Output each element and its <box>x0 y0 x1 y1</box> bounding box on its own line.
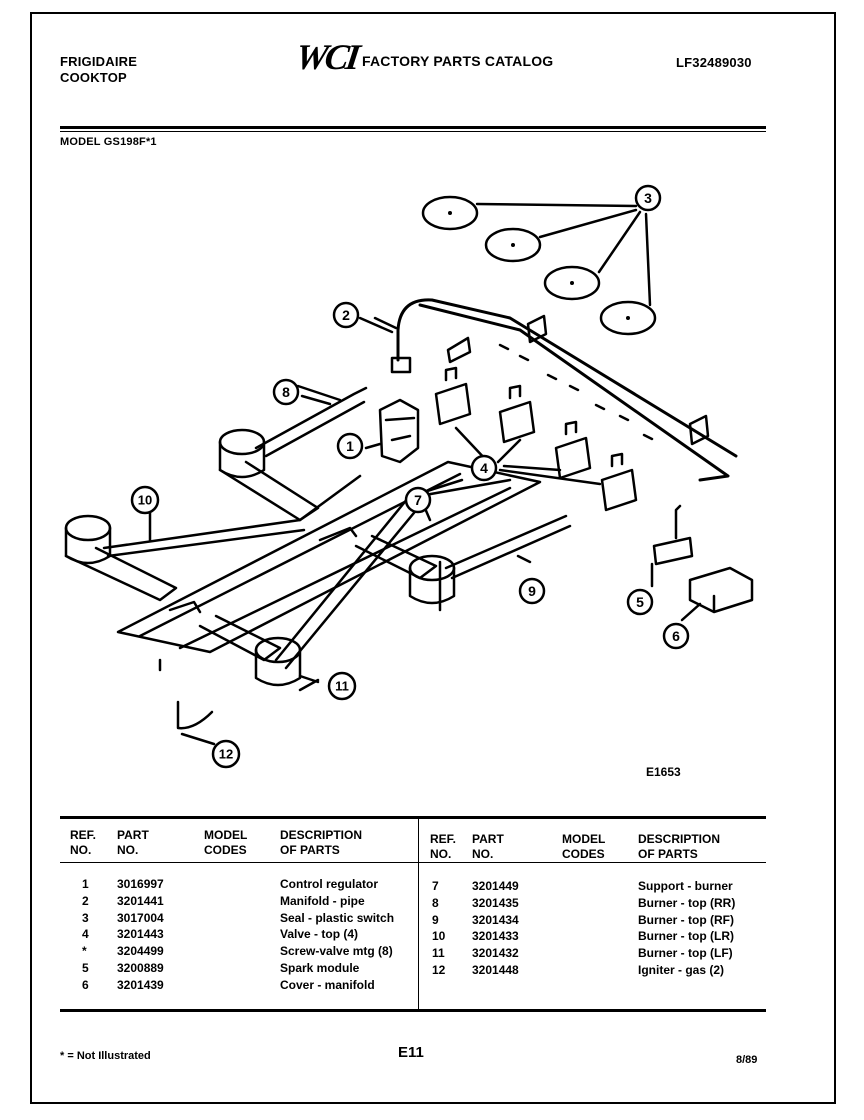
page-frame <box>30 12 836 1104</box>
cell-desc: Spark module <box>280 961 360 975</box>
callout-9: 9 <box>528 583 536 599</box>
col-desc: DESCRIPTION OF PARTS <box>638 832 721 861</box>
cell-part: 3201448 <box>472 963 519 977</box>
cell-desc: Valve - top (4) <box>280 927 359 942</box>
callout-12: 12 <box>219 747 233 762</box>
cell-part: 3201441 <box>117 893 164 908</box>
product-type: COOKTOP <box>60 70 127 85</box>
col-part: PART NO. <box>472 832 504 861</box>
cell-part: 3017004 <box>117 910 164 925</box>
callout-7: 7 <box>414 492 422 508</box>
table-divider <box>418 819 419 1009</box>
seal-shape <box>543 265 601 301</box>
cell-ref: 4 <box>82 927 89 942</box>
cell-part: 3201449 <box>472 879 519 893</box>
cell-ref: * <box>82 944 87 959</box>
table-header-rule <box>60 862 766 863</box>
cell-part: 3201432 <box>472 946 519 961</box>
cell-desc: Screw-valve mtg (8) <box>280 944 393 959</box>
wci-logo: WCI <box>293 37 360 77</box>
cell-desc: Control regulator <box>280 877 378 891</box>
catalog-number: LF32489030 <box>676 55 752 70</box>
header-rule-thin <box>60 131 766 132</box>
col-model: MODEL CODES <box>204 828 248 857</box>
header-rule <box>60 126 766 129</box>
cell-desc: Burner - top (LR) <box>638 929 734 944</box>
callout-3: 3 <box>644 190 652 206</box>
cell-ref: 6 <box>82 977 89 992</box>
cell-part: 3201435 <box>472 895 519 910</box>
callout-1: 1 <box>346 438 354 454</box>
cell-desc: Support - burner <box>638 879 733 893</box>
cell-desc: Seal - plastic switch <box>280 910 395 925</box>
cell-part: 3201434 <box>472 912 519 927</box>
table-bottom-rule <box>60 1009 766 1012</box>
cell-part: 3200889 <box>117 961 164 975</box>
footnote: * = Not Illustrated <box>60 1050 151 1062</box>
cell-part: 3204499 <box>117 944 164 959</box>
cell-part: 3201433 <box>472 929 519 944</box>
cell-desc: Manifold - pipe <box>280 893 365 908</box>
table-top-rule <box>60 816 766 819</box>
cell-ref: 8 <box>432 895 439 910</box>
cell-desc: Igniter - gas (2) <box>638 963 725 977</box>
cell-part: 3016997 <box>117 877 164 891</box>
cell-ref: 1 <box>82 877 89 891</box>
callout-10: 10 <box>138 493 152 508</box>
cell-desc: Burner - top (RR) <box>638 895 736 910</box>
cell-ref: 10 <box>432 929 446 944</box>
cell-ref: 3 <box>82 910 89 925</box>
cell-ref: 2 <box>82 893 89 908</box>
callout-4: 4 <box>480 460 488 476</box>
cell-part: 3201439 <box>117 977 164 992</box>
cell-ref: 7 <box>432 879 439 893</box>
brand-name: FRIGIDAIRE <box>60 54 138 69</box>
cell-desc: Cover - manifold <box>280 977 375 992</box>
cell-ref: 5 <box>82 961 89 975</box>
page-code: E11 <box>398 1044 424 1061</box>
cell-ref: 12 <box>432 963 446 977</box>
col-desc: DESCRIPTION OF PARTS <box>280 828 363 857</box>
cell-ref: 9 <box>432 912 439 927</box>
callout-2: 2 <box>342 307 350 323</box>
callout-8: 8 <box>282 384 290 400</box>
model-label: MODEL GS198F*1 <box>60 136 157 148</box>
seal-shape <box>599 300 657 336</box>
seal-shape <box>421 195 479 231</box>
col-model: MODEL CODES <box>562 832 606 861</box>
callout-11: 11 <box>335 679 349 694</box>
catalog-title: FACTORY PARTS CATALOG <box>362 53 554 69</box>
cell-ref: 11 <box>432 946 445 961</box>
cell-part: 3201443 <box>117 927 164 942</box>
col-ref: REF. NO. <box>430 832 457 861</box>
callout-6: 6 <box>672 628 680 644</box>
exploded-parts-diagram: 1 2 3 4 5 6 7 8 9 10 11 12 E1653 <box>64 184 754 779</box>
col-ref: REF. NO. <box>70 828 97 857</box>
drawing-code: E1653 <box>646 765 681 779</box>
cell-desc: Burner - top (LF) <box>638 946 733 961</box>
seal-shape <box>484 227 542 263</box>
callout-5: 5 <box>636 594 644 610</box>
col-part: PART NO. <box>117 828 149 857</box>
print-date: 8/89 <box>736 1054 758 1066</box>
cell-desc: Burner - top (RF) <box>638 912 734 927</box>
